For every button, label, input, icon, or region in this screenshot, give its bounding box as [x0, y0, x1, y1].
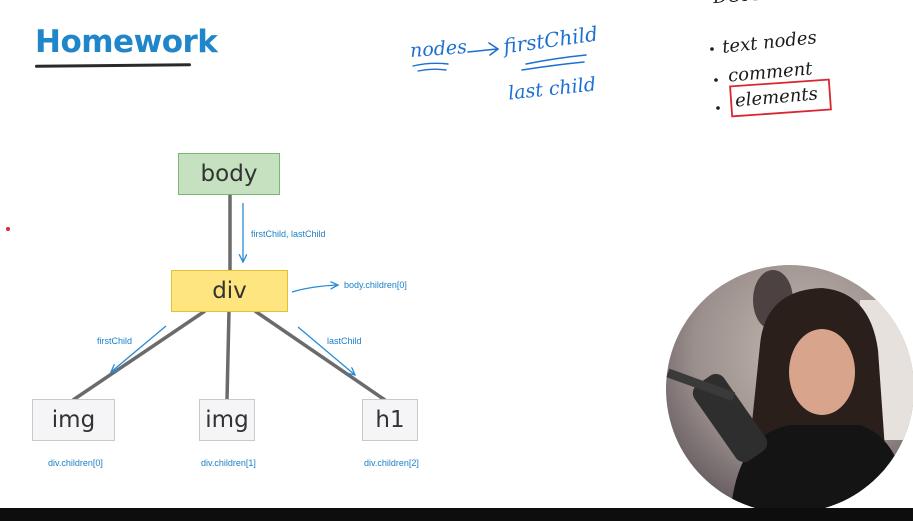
bullet-dot-2: [714, 78, 718, 82]
page-title: Homework: [35, 24, 218, 60]
label-body-children: body.children[0]: [344, 280, 407, 290]
arrow-last-child: [297, 326, 355, 375]
node-div: div: [171, 270, 288, 312]
edge-div-img1: [72, 309, 206, 402]
label-div-children-2: div.children[2]: [364, 458, 419, 468]
mic-arm: [666, 368, 736, 402]
edge-div-img2: [225, 310, 231, 401]
underline-first-child: [521, 54, 587, 71]
presenter-face: [789, 329, 855, 415]
bullet-dot-3: [716, 106, 720, 110]
node-img-1: img: [32, 399, 115, 441]
highlight-box-elements: [729, 78, 832, 118]
node-img-2: img: [199, 399, 255, 441]
node-h1: h1: [362, 399, 418, 441]
microphone: [692, 373, 768, 463]
label-first-last-child: firstChild, lastChild: [251, 229, 326, 239]
node-body: body: [178, 153, 280, 195]
label-first-child: firstChild: [97, 336, 133, 346]
underline-nodes: [412, 62, 449, 72]
bullet-dot-1: [710, 47, 714, 51]
label-div-children-1: div.children[1]: [201, 458, 256, 468]
arrow-body-children: [291, 285, 338, 293]
pointer-dot: [6, 227, 10, 231]
arrow-first-child: [111, 325, 167, 372]
bottom-bar: [0, 508, 913, 521]
label-last-child: lastChild: [327, 336, 362, 346]
edge-div-h1: [254, 309, 386, 402]
arrow-hand-nodes: [467, 42, 500, 56]
label-div-children-0: div.children[0]: [48, 458, 103, 468]
